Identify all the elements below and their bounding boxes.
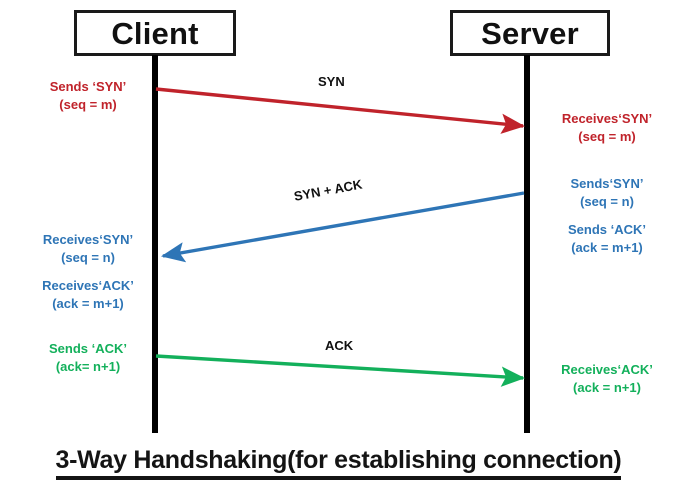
note-line-2: (seq = n) (61, 250, 115, 266)
note-line-1: Receives‘ACK’ (561, 362, 653, 377)
note-client-receives-syn: Receives‘SYN’ (seq = n) (26, 231, 150, 268)
note-line-1: Sends ‘ACK’ (567, 222, 646, 237)
arrow-syn-ack (160, 191, 525, 263)
node-box-client: Client (74, 10, 236, 56)
note-line-1: Sends ‘ACK’ (48, 341, 127, 356)
note-server-receives-syn: Receives‘SYN’ (seq = m) (545, 110, 669, 147)
note-line-2: (ack= n+1) (55, 359, 121, 375)
note-line-1: Receives‘SYN’ (561, 111, 653, 126)
note-line-2: (seq = m) (578, 129, 636, 145)
node-box-server: Server (450, 10, 610, 56)
node-label-server: Server (481, 15, 579, 51)
note-server-sends-ack: Sends ‘ACK’ (ack = m+1) (545, 221, 669, 258)
note-client-receives-ack: Receives‘ACK’ (ack = m+1) (26, 277, 150, 314)
note-line-2: (ack = m+1) (52, 296, 124, 312)
note-server-receives-ack: Receives‘ACK’ (ack = n+1) (545, 361, 669, 398)
lifeline-client (152, 55, 158, 433)
caption-text: 3-Way Handshaking(for establishing conne… (55, 446, 622, 480)
note-line-1: Receives‘ACK’ (42, 278, 134, 293)
lifeline-server (524, 55, 530, 433)
note-server-sends-syn: Sends‘SYN’ (seq = n) (545, 175, 669, 212)
arrow-ack (155, 354, 526, 387)
note-line-2: (ack = n+1) (573, 380, 641, 396)
note-line-1: Sends‘SYN’ (570, 176, 644, 191)
note-line-1: Receives‘SYN’ (42, 232, 134, 247)
note-line-2: (seq = n) (580, 194, 634, 210)
note-client-sends-syn: Sends ‘SYN’ (seq = m) (26, 78, 150, 115)
note-client-sends-ack: Sends ‘ACK’ (ack= n+1) (26, 340, 150, 377)
node-label-client: Client (111, 15, 199, 51)
arrow-syn (155, 87, 526, 134)
note-line-2: (ack = m+1) (571, 240, 643, 256)
diagram-caption: 3-Way Handshaking(for establishing conne… (0, 446, 677, 480)
arrow-label-ack: ACK (325, 338, 354, 353)
note-line-1: Sends ‘SYN’ (49, 79, 127, 94)
arrow-label-syn: SYN (318, 74, 345, 89)
note-line-2: (seq = m) (59, 97, 117, 113)
